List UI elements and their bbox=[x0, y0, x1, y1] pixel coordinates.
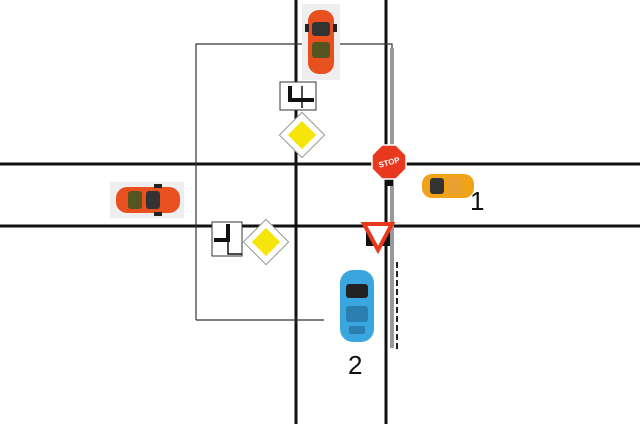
priority-plate-left bbox=[211, 221, 243, 257]
car-2-label: 2 bbox=[348, 350, 362, 380]
top-car bbox=[302, 4, 340, 80]
stop-sign: STOP bbox=[371, 144, 407, 186]
left-car bbox=[110, 182, 184, 218]
priority-road-sign-top bbox=[278, 111, 326, 159]
car-2 bbox=[340, 270, 374, 342]
car-1-label: 1 bbox=[470, 186, 484, 216]
car-1 bbox=[422, 174, 474, 198]
priority-road-sign-left bbox=[242, 218, 290, 266]
priority-plate-top bbox=[279, 81, 317, 111]
east-road-shade bbox=[390, 48, 394, 348]
yield-sign bbox=[360, 222, 396, 255]
